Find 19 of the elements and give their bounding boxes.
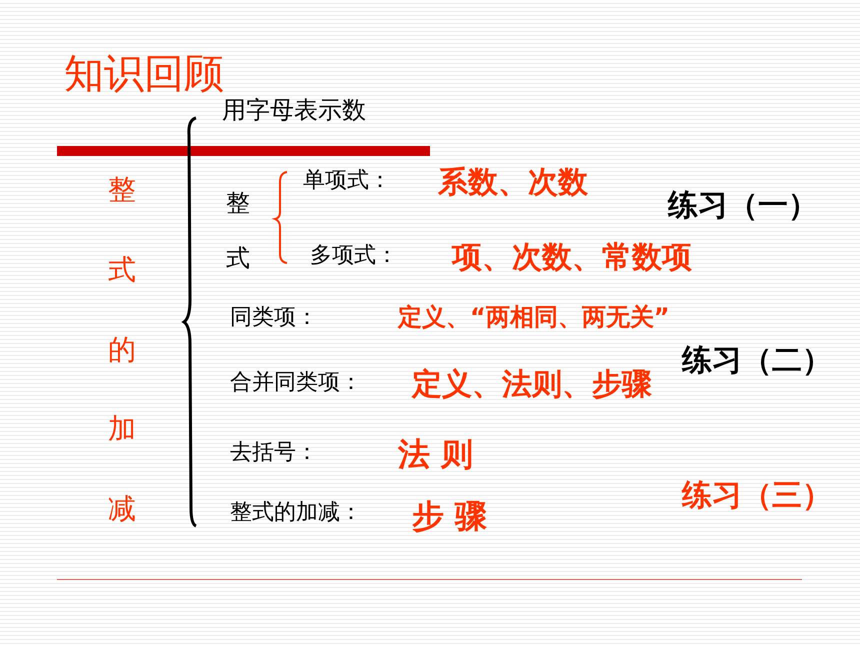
term-label: 同类项： (230, 305, 318, 332)
slide-title: 知识回顾 (64, 50, 224, 99)
key-points: 步 骤 (412, 497, 488, 536)
exercise-label: 练习（二） (682, 343, 832, 379)
term-label: 多项式： (310, 243, 398, 270)
key-points: 项、次数、常数项 (452, 240, 692, 276)
vertical-heading: 整式的加减 (108, 172, 136, 528)
key-points: 系数、次数 (438, 165, 588, 201)
exercise-label: 练习（一） (668, 188, 818, 224)
exercise-label: 练习（三） (682, 478, 832, 514)
term-label: 去括号： (230, 440, 318, 466)
key-points: 法 则 (398, 435, 474, 474)
term-label: 合并同类项： (230, 370, 362, 396)
term-label: 单项式： (303, 168, 391, 194)
key-points: 定义、“两相同、两无关” (398, 303, 670, 332)
term-label: 整式的加减： (230, 500, 362, 526)
key-points: 定义、法则、步骤 (412, 367, 652, 403)
vertical-text: 整式 (226, 188, 250, 274)
heading-text: 用字母表示数 (222, 96, 366, 125)
